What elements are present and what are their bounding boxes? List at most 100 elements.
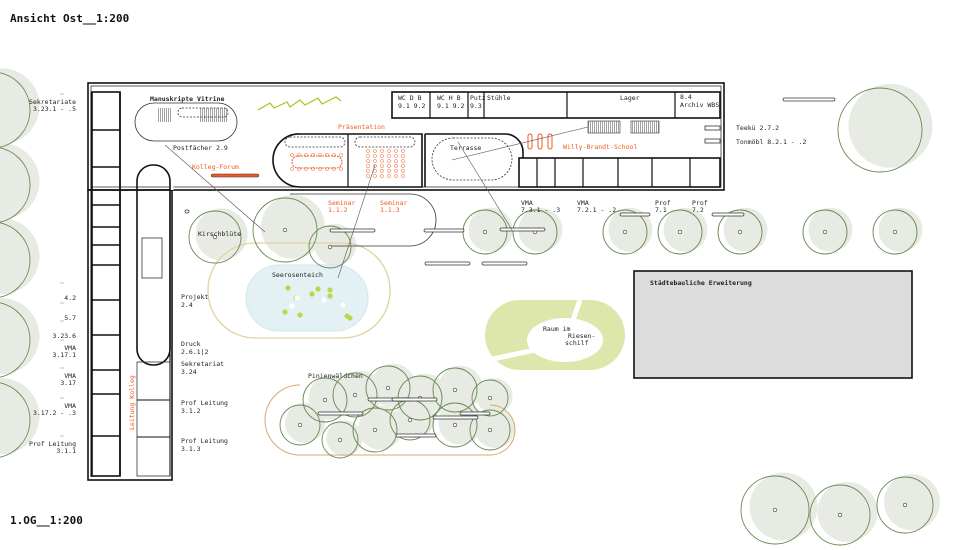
tree-shadow [663,207,708,252]
tree-shadow [314,223,357,266]
vma-731-label: VMA [521,199,533,207]
seminar-113-number: 1.1.3 [380,206,400,214]
seminar-112-label: Seminar [328,199,355,207]
reed-room-label-3: schilf [565,339,589,347]
prof-71-number: 7.1 [655,206,667,214]
putz-number: 9.3 [470,102,482,110]
benches [184,97,836,438]
tree-crown [872,209,918,255]
tree-shadow [468,207,513,252]
left-label-line2: 3.17.2 - .3 [33,409,76,417]
tree-shadow [817,482,878,542]
stuehle-label: Stühle [487,94,511,102]
prof-71-label: Prof [655,199,671,207]
left-label-line1: VMA [64,402,76,410]
manuskripte-vitrine-label: Manuskripte Vitrine [150,95,224,103]
tree-crown [321,421,359,459]
office-cells [92,129,120,437]
bench [432,415,479,420]
tree-crown [432,402,478,448]
tree-crown [188,210,242,264]
wc-d-label: WC D B [398,94,422,102]
tree-trunk [902,502,908,508]
teekueche-label: Teekü 2.7.2 [736,124,779,132]
tree-shadow [475,408,515,448]
tree-crown [0,222,31,298]
tree-crown [0,382,31,458]
tree-trunk [282,227,288,233]
tree-trunk [737,229,743,235]
building: Leitung Kolleg WC D B 9.1 9.2 WC H B 9.1… [87,82,807,481]
vma-721-label: VMA [577,199,589,207]
tonmoebl-label: Tonmöbl 8.2.1 - .2 [736,138,807,146]
tree-shadow [338,370,383,415]
tree-shadow [0,218,40,295]
urban-extension-block [633,270,913,379]
inner-room-labels: Projekt2.4Druck2.6.1|2Sekretariat3.24Pro… [181,293,228,453]
prof-72-label: Prof [692,199,708,207]
tree-trunk [622,229,628,235]
meadow-outline [207,242,391,339]
tree-crown [471,379,509,417]
inner-label-number: 3.1.2 [181,407,201,415]
tree-crown [308,225,352,269]
tree-shadow [749,472,818,541]
tree-trunk [772,507,778,513]
tree-trunk [482,229,488,235]
left-label-line2: 3.1.1 [56,447,76,455]
tree-trunk [487,395,493,401]
bench [481,261,528,266]
urban-extension-label: Städtebauliche Erweiterung [650,279,752,287]
tree-shadow [285,403,325,443]
archiv-number: 8.4 [680,93,692,101]
left-label-line1: VMA [64,372,76,380]
floor-title: 1.OG__1:200 [10,514,83,527]
left-label-line2: 3.17 [60,379,76,387]
left-label-line2: 3.17.1 [53,351,77,359]
tree-crown [740,475,810,545]
wc-d-number: 9.1 9.2 [398,102,425,110]
tree-trunk [487,427,493,433]
bench [317,411,364,416]
tree-shadow [878,207,923,252]
archiv-label: Archiv WBS [680,101,719,109]
lager-label: Lager [620,94,640,102]
tree-crown [302,377,348,423]
tree-crown [0,147,31,223]
bench [499,227,546,232]
bench [329,228,376,233]
tree-crown [469,409,511,451]
reed-room-label-2: Riesen- [568,332,595,340]
left-label-line1: Sekretariate [29,98,76,106]
tree-trunk [327,244,333,250]
trees [0,72,934,546]
inner-label-number: 3.1.3 [181,445,201,453]
bench [395,433,437,438]
tree-trunk [407,417,413,423]
praesentation-label: Präsentation [338,123,385,131]
tree-crown [352,407,398,453]
tree-crown [802,209,848,255]
wc-h-number: 9.1 9.2 [437,102,464,110]
tree-crown [876,476,934,534]
putz-label: Putz [470,94,486,102]
bench [184,209,190,214]
inner-label-title: Prof Leitung [181,437,228,445]
tree-trunk [385,385,391,391]
left-label-line2: 5.7 [64,314,76,322]
lily-pads [282,285,353,321]
inner-label-number: 3.24 [181,368,197,376]
tree-shadow [395,398,435,438]
tree-crown [0,302,31,378]
tree-trunk [322,397,328,403]
tree-trunk [352,392,358,398]
inner-label-title: Sekretariat [181,360,224,368]
lily-pond-label: Seerosenteich [272,271,323,279]
postfaecher-label: Postfächer 2.9 [173,144,228,152]
left-label-line2: 3.23.1 - .5 [33,105,76,113]
left-label-line1: VMA [64,344,76,352]
tree-crown [809,484,871,546]
